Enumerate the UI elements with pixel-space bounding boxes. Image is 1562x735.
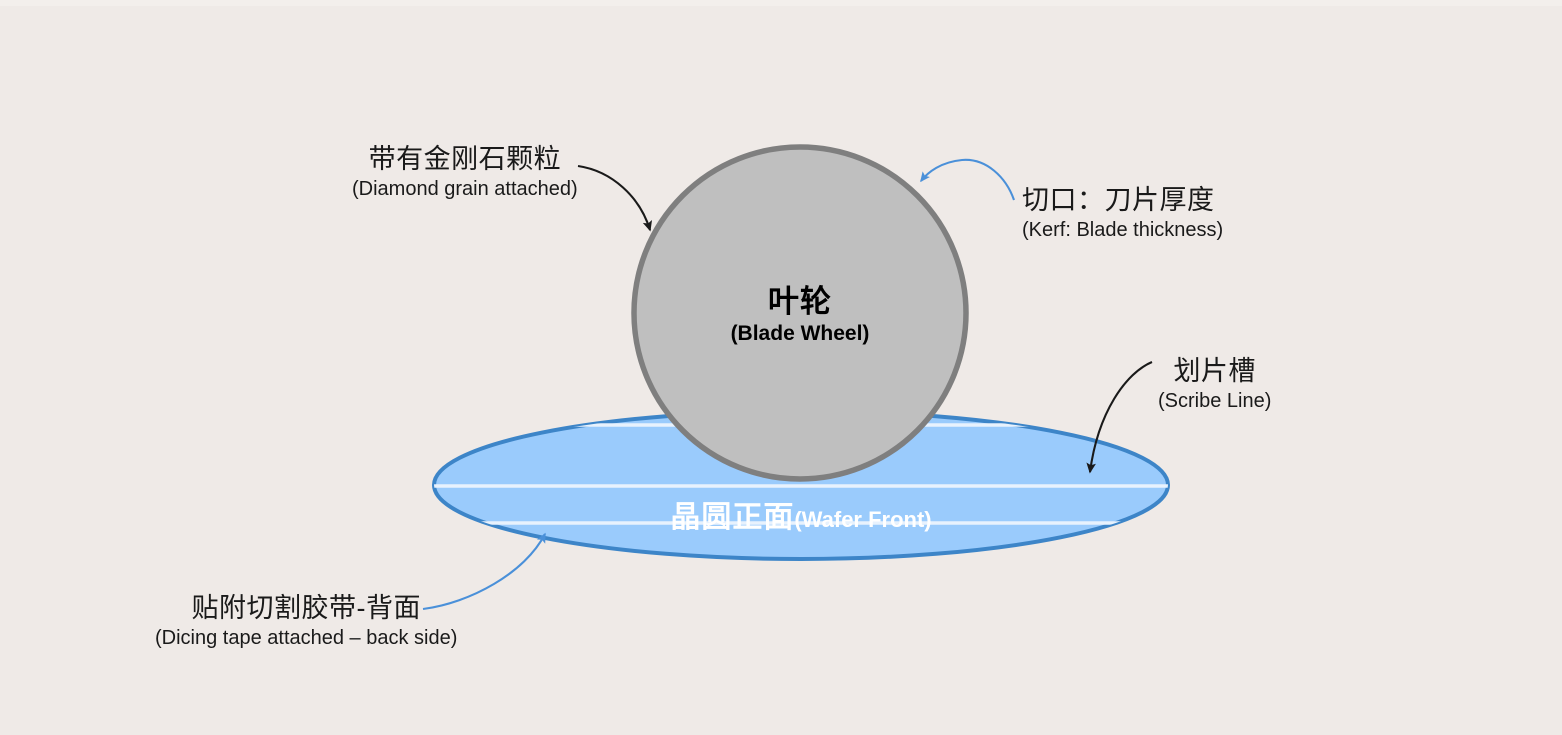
top-band <box>0 0 1562 6</box>
wafer-group <box>432 409 1170 561</box>
dicing-tape-label-cn: 贴附切割胶带-背面 <box>191 593 421 623</box>
diamond-grain-arrow <box>577 164 652 232</box>
blade-wheel <box>631 144 969 482</box>
scribe-line-label-cn: 划片槽 <box>1173 356 1256 386</box>
blade-wheel-label-cn: 叶轮 <box>768 284 832 319</box>
blade-wheel-label: 叶轮 (Blade Wheel) <box>630 283 970 347</box>
scribe-line-arrow <box>1086 361 1153 474</box>
wafer-front-label-en: (Wafer Front) <box>794 507 932 532</box>
diamond-grain-label-cn: 带有金刚石颗粒 <box>368 144 562 174</box>
blade-wheel-label-en: (Blade Wheel) <box>730 322 870 345</box>
wafer-front-label: 晶圆正面(Wafer Front) <box>434 492 1168 536</box>
dicing-tape-label: 贴附切割胶带-背面 (Dicing tape attached – back s… <box>155 591 457 651</box>
dicing-tape-arrow <box>422 532 546 611</box>
scribe-line-label: 划片槽 (Scribe Line) <box>1158 354 1271 414</box>
kerf-label-cn: 切口：刀片厚度 <box>1022 185 1215 215</box>
kerf-arrow <box>920 158 1015 201</box>
wafer-front-label-cn: 晶圆正面 <box>670 501 795 534</box>
diamond-grain-label: 带有金刚石颗粒 (Diamond grain attached) <box>352 142 578 202</box>
dicing-tape-label-en: (Dicing tape attached – back side) <box>155 627 458 649</box>
kerf-label: 切口：刀片厚度 (Kerf: Blade thickness) <box>1022 183 1223 243</box>
diamond-grain-label-en: (Diamond grain attached) <box>352 178 578 200</box>
kerf-label-en: (Kerf: Blade thickness) <box>1022 219 1224 241</box>
scribe-line-label-en: (Scribe Line) <box>1158 390 1272 412</box>
